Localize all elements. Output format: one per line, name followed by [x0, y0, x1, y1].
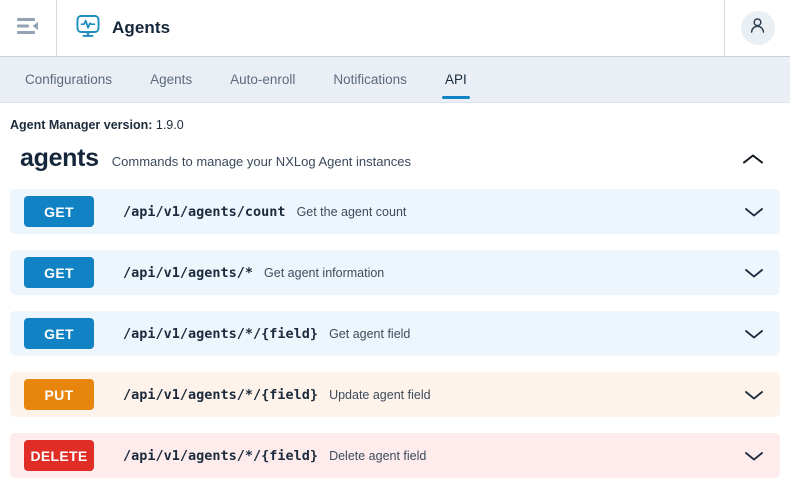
section-header-agents[interactable]: agents Commands to manage your NXLog Age…: [10, 144, 780, 180]
avatar-area: [724, 0, 790, 56]
chevron-up-icon[interactable]: [742, 153, 764, 172]
tab-notifications[interactable]: Notifications: [314, 57, 426, 102]
tab-label: Configurations: [25, 72, 113, 87]
page-title-area: Agents: [57, 0, 724, 56]
operation-row[interactable]: PUT /api/v1/agents/*/{field} Update agen…: [10, 372, 780, 417]
tab-api[interactable]: API: [426, 57, 486, 102]
tab-label: Notifications: [333, 72, 407, 87]
operation-path: /api/v1/agents/*/{field}: [123, 325, 319, 342]
page-title: Agents: [112, 18, 171, 37]
api-content: Agent Manager version: 1.9.0 agents Comm…: [0, 103, 790, 478]
operation-row[interactable]: DELETE /api/v1/agents/*/{field} Delete a…: [10, 433, 780, 478]
method-badge: GET: [24, 318, 94, 349]
collapse-sidebar-icon: [16, 17, 40, 40]
top-header-bar: Agents: [0, 0, 790, 57]
chevron-down-icon[interactable]: [744, 328, 764, 340]
monitor-pulse-icon: [75, 13, 101, 44]
operation-description: Update agent field: [329, 387, 431, 402]
method-badge: PUT: [24, 379, 94, 410]
tab-auto-enroll[interactable]: Auto-enroll: [211, 57, 314, 102]
version-value: 1.9.0: [155, 118, 184, 132]
operation-path: /api/v1/agents/*/{field}: [123, 386, 319, 403]
user-icon: [748, 16, 767, 40]
chevron-down-icon[interactable]: [744, 267, 764, 279]
tab-bar: Configurations Agents Auto-enroll Notifi…: [0, 57, 790, 103]
operation-path: /api/v1/agents/*/{field}: [123, 447, 319, 464]
operation-description: Delete agent field: [329, 448, 427, 463]
section-title: agents: [20, 144, 99, 172]
collapse-sidebar-button[interactable]: [0, 0, 57, 56]
method-badge: GET: [24, 257, 94, 288]
operation-row[interactable]: GET /api/v1/agents/count Get the agent c…: [10, 189, 780, 234]
agent-manager-version: Agent Manager version: 1.9.0: [10, 118, 780, 132]
tab-label: Auto-enroll: [230, 72, 296, 87]
chevron-down-icon[interactable]: [744, 389, 764, 401]
method-badge: GET: [24, 196, 94, 227]
tab-configurations[interactable]: Configurations: [6, 57, 131, 102]
tab-label: API: [444, 72, 467, 87]
operation-description: Get the agent count: [296, 204, 407, 219]
section-subtitle: Commands to manage your NXLog Agent inst…: [111, 154, 411, 169]
version-label: Agent Manager version:: [10, 118, 153, 132]
operation-path: /api/v1/agents/count: [123, 203, 286, 220]
chevron-down-icon[interactable]: [744, 450, 764, 462]
avatar[interactable]: [740, 11, 775, 45]
method-badge: DELETE: [24, 440, 94, 471]
operation-row[interactable]: GET /api/v1/agents/*/{field} Get agent f…: [10, 311, 780, 356]
operation-row[interactable]: GET /api/v1/agents/* Get agent informati…: [10, 250, 780, 295]
chevron-down-icon[interactable]: [744, 206, 764, 218]
operation-description: Get agent field: [329, 326, 411, 341]
tab-label: Agents: [150, 72, 193, 87]
tab-agents[interactable]: Agents: [131, 57, 211, 102]
operation-path: /api/v1/agents/*: [123, 264, 254, 281]
operation-description: Get agent information: [264, 265, 385, 280]
operations-list: GET /api/v1/agents/count Get the agent c…: [10, 189, 780, 478]
